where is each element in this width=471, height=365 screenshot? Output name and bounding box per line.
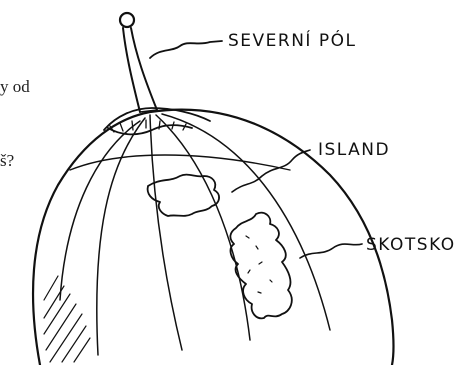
label-north-pole: SEVERNÍ PÓL — [228, 29, 356, 51]
shading-hatch — [44, 276, 90, 362]
meridian-line — [150, 115, 182, 350]
meridian-line — [97, 118, 145, 355]
north-pole-knob — [120, 13, 134, 27]
iceland-leader — [232, 150, 310, 192]
latitude-line — [70, 155, 290, 170]
scotland-shape — [230, 213, 291, 319]
scotland-detail — [246, 236, 272, 293]
iceland-shape — [148, 175, 219, 216]
meridian-line — [60, 121, 140, 300]
north-pole-leader — [150, 41, 222, 58]
label-iceland: ISLAND — [318, 140, 390, 160]
north-pole-stick — [123, 28, 157, 112]
label-scotland: SKOTSKO — [366, 235, 456, 255]
scotland-leader — [300, 244, 362, 258]
